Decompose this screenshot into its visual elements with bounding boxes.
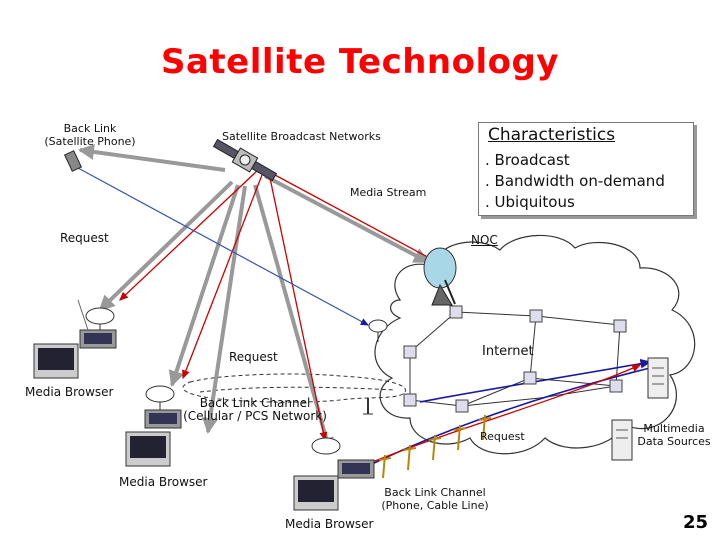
router-nodes — [403, 305, 627, 413]
cell-tower-icon — [363, 398, 373, 415]
characteristic-item: . Ubiquitous — [485, 193, 575, 211]
request-lines — [119, 167, 450, 442]
noc-label: NOC — [471, 233, 498, 247]
client-station-2-icon — [125, 385, 182, 467]
gateway-dish-icon — [368, 319, 388, 342]
characteristic-item: . Broadcast — [485, 151, 570, 169]
client-station-3-icon — [293, 437, 375, 511]
multimedia-data-sources-label: Multimedia Data Sources — [637, 422, 711, 448]
characteristics-heading: Characteristics — [488, 125, 616, 145]
internet-label: Internet — [482, 344, 534, 359]
data-server-icon — [611, 357, 669, 461]
request-label-left: Request — [60, 231, 109, 245]
noc-dish-icon — [423, 247, 457, 306]
back-link-cable-label: Back Link Channel (Phone, Cable Line) — [381, 486, 489, 512]
client-station-1-icon — [33, 299, 117, 379]
request-label-mid: Request — [229, 350, 278, 364]
back-link-cellular-label: Back Link Channel (Cellular / PCS Networ… — [183, 396, 327, 423]
broadcast-beams — [78, 143, 430, 454]
slide-title: Satellite Technology — [160, 42, 560, 82]
media-browser-label-3: Media Browser — [285, 517, 374, 531]
request-label-right: Request — [480, 430, 525, 443]
internet-cloud — [374, 234, 696, 455]
media-browser-label-2: Media Browser — [119, 475, 208, 489]
internet-links — [409, 311, 621, 407]
characteristic-item: . Bandwidth on-demand — [485, 172, 665, 190]
satellite-broadcast-label: Satellite Broadcast Networks — [222, 130, 381, 143]
media-stream-label: Media Stream — [350, 186, 427, 199]
back-link-phone-label: Back Link (Satellite Phone) — [44, 122, 136, 148]
phone-poles — [378, 414, 492, 479]
cellular-cloud — [182, 373, 406, 403]
characteristics-box: Characteristics . Broadcast . Bandwidth … — [478, 122, 694, 216]
media-browser-label-1: Media Browser — [25, 385, 114, 399]
page-number: 25 — [682, 512, 708, 533]
satellite-phone-icon — [64, 150, 82, 172]
satellite-icon — [212, 138, 278, 182]
